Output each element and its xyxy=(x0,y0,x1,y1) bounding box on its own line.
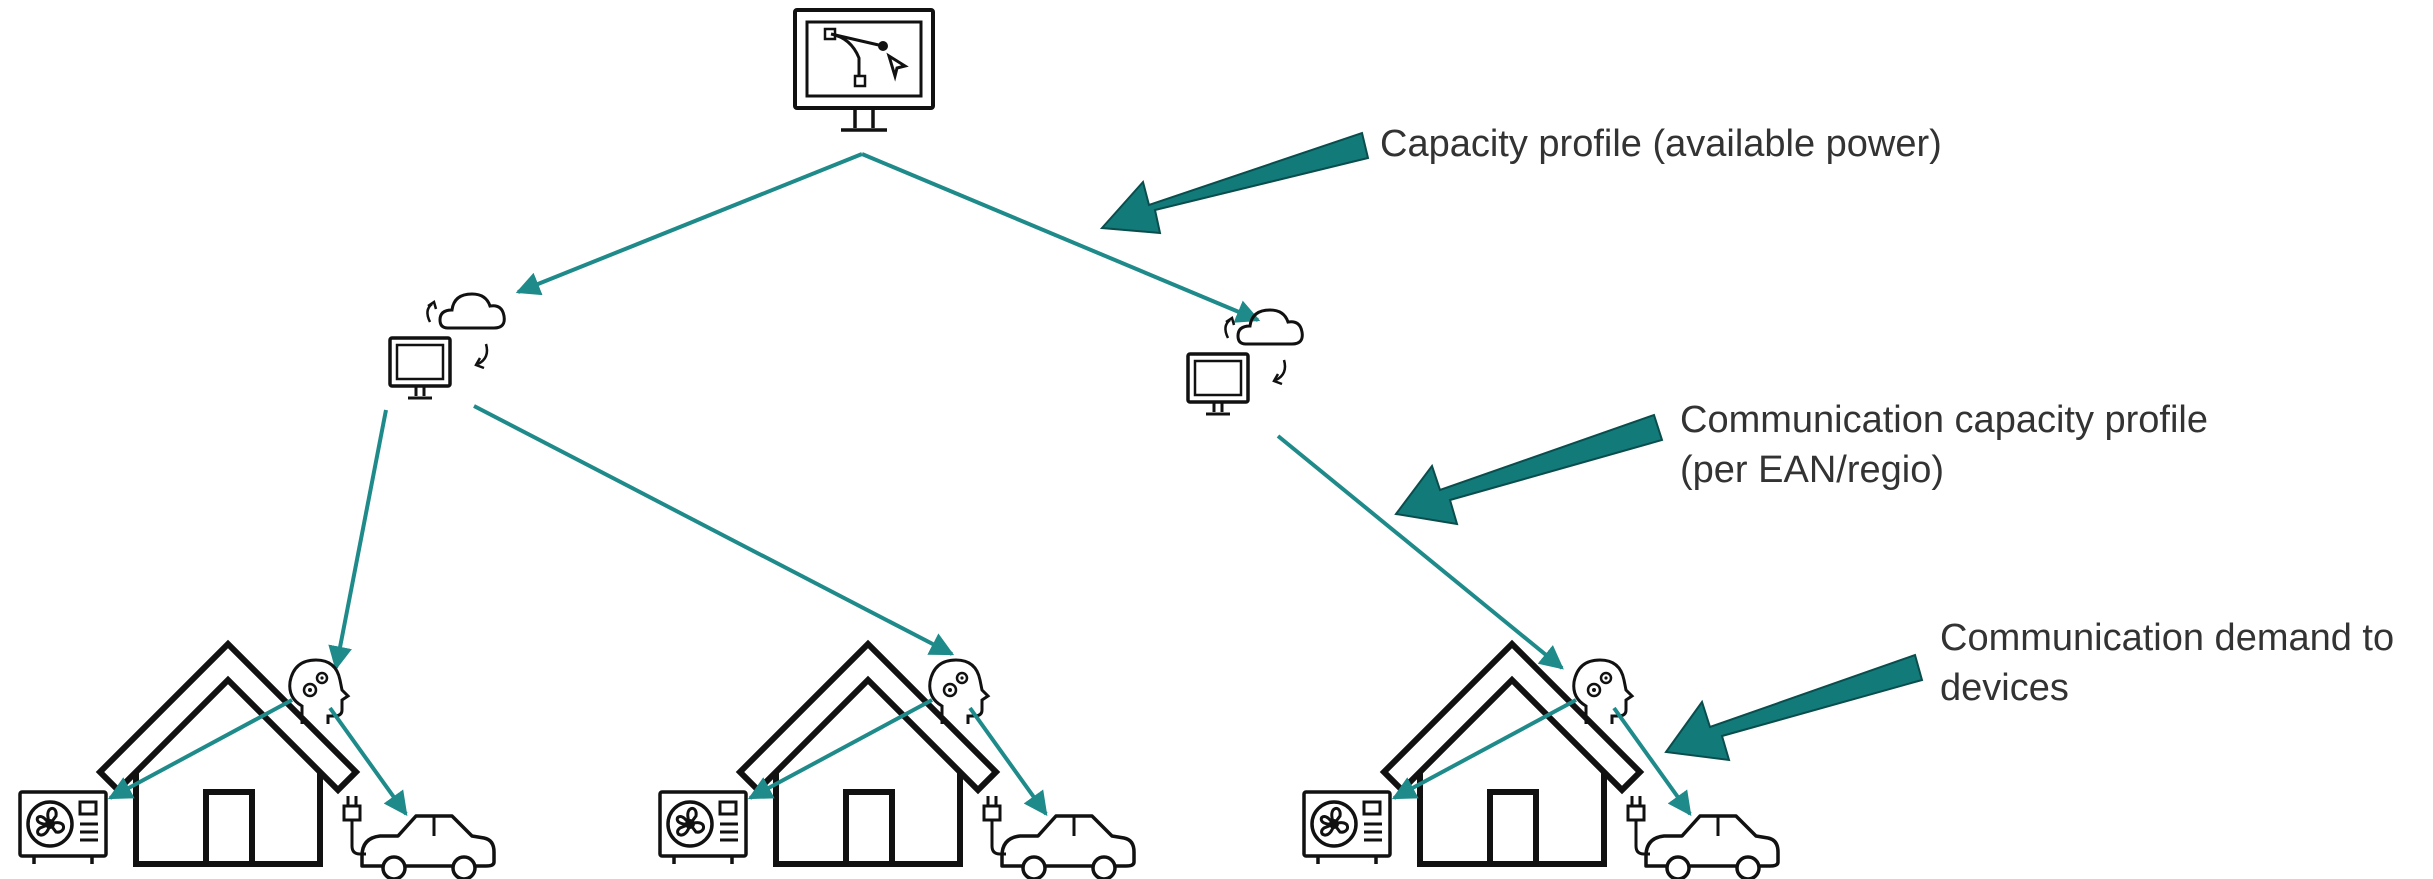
big-arrow-communication-capacity xyxy=(1394,413,1664,526)
big-arrow-communication-demand xyxy=(1664,653,1924,762)
heat-pump-icon xyxy=(18,790,108,866)
electric-car-icon xyxy=(982,794,1136,879)
label-capacity-profile: Capacity profile (available power) xyxy=(1380,123,1942,165)
electric-car-icon xyxy=(342,794,496,879)
household-2 xyxy=(658,644,1136,879)
label-communication-demand-line1: Communication demand to xyxy=(1940,617,2395,659)
heat-pump-icon xyxy=(1302,790,1392,866)
connector-left-aggregator-to-house1 xyxy=(328,409,388,671)
household-3 xyxy=(1302,644,1780,879)
connector-left-aggregator-to-house2 xyxy=(473,404,955,656)
connector-top-to-right-aggregator xyxy=(861,152,1261,323)
household-1 xyxy=(18,644,496,879)
big-arrow-capacity-profile xyxy=(1099,131,1370,235)
connector-right-aggregator-to-house3 xyxy=(1276,434,1564,670)
label-communication-demand-line2: devices xyxy=(1940,667,2069,709)
electric-car-icon xyxy=(1626,794,1780,879)
label-communication-capacity-line1: Communication capacity profile xyxy=(1680,399,2209,441)
cloud-computer-icon-left xyxy=(388,292,507,400)
cloud-computer-icon-right xyxy=(1186,308,1305,416)
design-workstation-icon xyxy=(793,8,935,132)
heat-pump-icon xyxy=(658,790,748,866)
connector-top-to-left-aggregator xyxy=(515,152,863,296)
label-communication-capacity-line2: (per EAN/regio) xyxy=(1680,449,1944,491)
